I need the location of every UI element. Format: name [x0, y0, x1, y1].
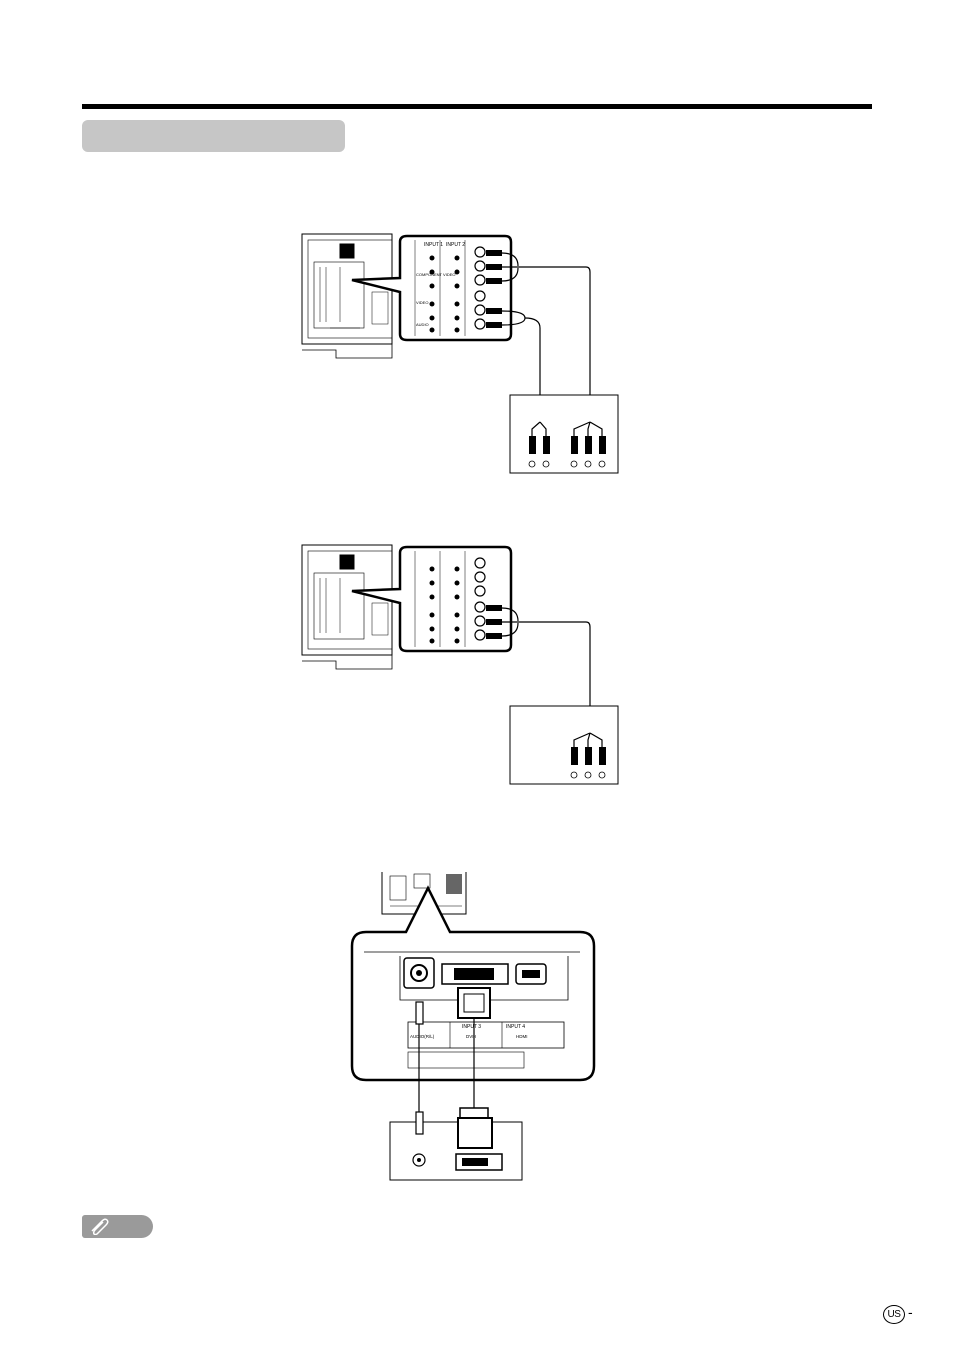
- source-device-dvi: [389, 1107, 523, 1181]
- dvi-connection-diagram: INPUT 3 INPUT 4 AUDIO(R/L) DVI-I HDMI: [350, 872, 596, 1181]
- callout-bubble: INPUT 1 INPUT 2 COMPONENT VIDEO VIDEO AU…: [351, 234, 513, 342]
- paperclip-icon: [91, 1218, 109, 1235]
- audio-label: AUDIO: [416, 322, 429, 327]
- input4-label: INPUT 4: [506, 1024, 525, 1030]
- input1-label: INPUT 1: [424, 242, 443, 248]
- dvi-i-label: DVI-I: [466, 1034, 476, 1039]
- component-cable: [501, 252, 591, 422]
- page-dash: -: [908, 1304, 913, 1320]
- audio-rl-label: AUDIO(R/L): [410, 1034, 435, 1039]
- source-device-composite: [509, 705, 619, 785]
- callout-bubble: [351, 545, 513, 653]
- component-connection-diagram: INPUT 1 INPUT 2 COMPONENT VIDEO VIDEO AU…: [301, 233, 619, 474]
- component-label: COMPONENT VIDEO: [416, 272, 456, 277]
- region-badge: US: [883, 1305, 905, 1324]
- video-label: VIDEO: [416, 300, 428, 305]
- tv-back-panel: [301, 544, 393, 670]
- dvi-audio-cables: [418, 1018, 475, 1118]
- composite-connection-diagram: [301, 544, 619, 785]
- note-badge: [82, 1215, 153, 1238]
- av-cable: [501, 607, 591, 733]
- tv-back-panel: [301, 233, 393, 359]
- header-rule: [82, 104, 872, 109]
- hdmi-label: HDMI: [516, 1034, 528, 1039]
- input2-label: INPUT 2: [446, 242, 465, 248]
- section-heading-tab: [82, 120, 345, 152]
- source-device-component: [509, 394, 619, 474]
- input3-label: INPUT 3: [462, 1024, 481, 1030]
- dvi-callout: INPUT 3 INPUT 4 AUDIO(R/L) DVI-I HDMI: [350, 885, 596, 1082]
